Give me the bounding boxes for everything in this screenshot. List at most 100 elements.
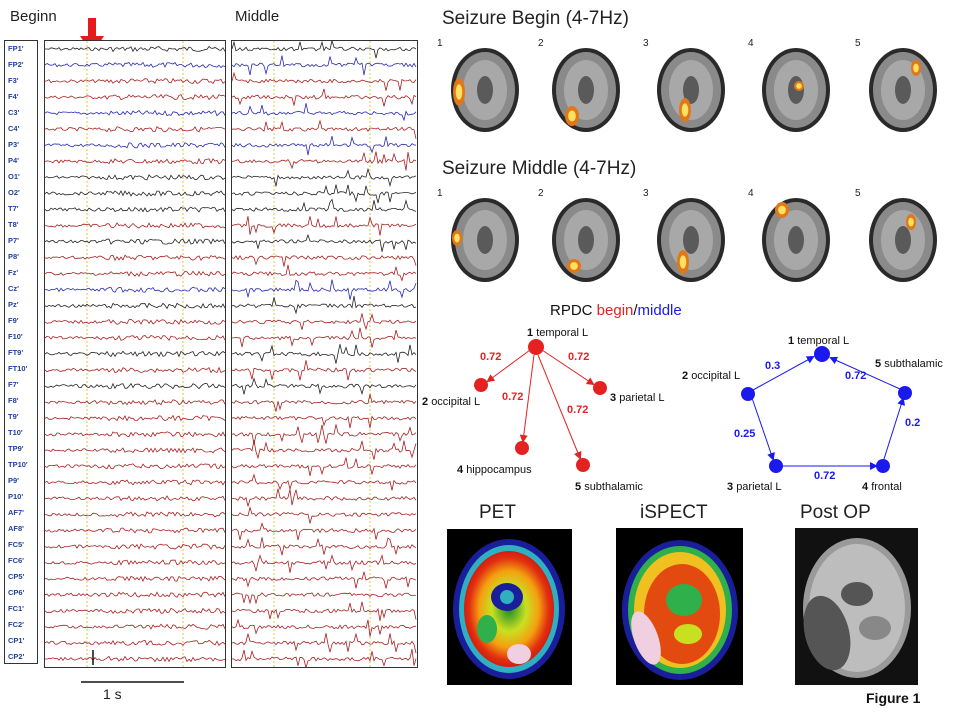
eeg-trace: [45, 480, 225, 485]
channel-label: Fz': [8, 269, 18, 277]
begin-network-graph: [410, 325, 700, 500]
time-scale-label: 1 s: [103, 686, 122, 702]
eeg-trace: [45, 560, 225, 565]
eeg-trace: [45, 576, 225, 581]
eeg-trace: [232, 555, 416, 572]
middle-weight-4-5: 0.2: [905, 417, 920, 429]
eeg-trace: [232, 169, 416, 186]
channel-label: TP9': [8, 445, 24, 453]
eeg-panel-begin: [44, 40, 226, 668]
seizure-middle-title: Seizure Middle (4-7Hz): [442, 158, 636, 180]
eeg-trace: [232, 593, 416, 603]
slice-number: 5: [855, 188, 861, 199]
middle-node-2-label: 2 occipital L: [682, 370, 740, 382]
channel-label: FC2': [8, 621, 24, 629]
middle-edges: [752, 357, 903, 466]
seizure-begin-title: Seizure Begin (4-7Hz): [442, 8, 629, 30]
mri-begin-slice-4: 4: [748, 38, 833, 138]
eeg-trace: [45, 448, 225, 453]
eeg-trace: [232, 572, 416, 589]
eeg-trace: [232, 256, 416, 267]
begin-edge-1-4: [523, 355, 534, 441]
channel-label: P9': [8, 477, 19, 485]
eeg-trace: [45, 592, 225, 597]
channel-label: O2': [8, 189, 20, 197]
eeg-trace: [45, 512, 225, 517]
eeg-trace: [232, 537, 416, 555]
eeg-trace: [45, 624, 225, 629]
eeg-trace: [232, 136, 416, 155]
eeg-trace: [45, 175, 225, 180]
eeg-trace: [45, 255, 225, 260]
time-scale-bar: [80, 672, 190, 692]
eeg-trace: [45, 351, 225, 356]
begin-node-1: [528, 339, 544, 355]
begin-node-5-label: 5 subthalamic: [575, 481, 643, 493]
eeg-trace: [45, 143, 225, 148]
begin-node-3-label: 3 parietal L: [610, 392, 664, 404]
middle-node-5: [898, 386, 912, 400]
channel-label: TP10': [8, 461, 28, 469]
middle-weight-2-1: 0.3: [765, 360, 780, 372]
mri-begin-slice-5: 5: [855, 38, 940, 138]
begin-node-1-label: 1 temporal L: [527, 327, 588, 339]
channel-label: CP2': [8, 653, 24, 661]
eeg-trace: [45, 319, 225, 324]
postop-mri-image: [795, 528, 918, 685]
eeg-trace: [232, 394, 416, 412]
channel-label: CP5': [8, 573, 24, 581]
begin-weight-1-4: 0.72: [502, 391, 523, 403]
channel-label: F7': [8, 381, 19, 389]
eeg-panel-middle: [231, 40, 418, 668]
middle-node-2: [741, 387, 755, 401]
eeg-trace: [232, 313, 416, 329]
channel-label: AF7': [8, 509, 24, 517]
mri-begin-slice-1: 1: [437, 38, 522, 138]
eeg-trace: [45, 384, 225, 389]
rpdc-title: RPDC begin/middle: [550, 302, 682, 319]
eeg-trace: [232, 152, 416, 171]
slice-number: 4: [748, 38, 754, 49]
eeg-trace: [232, 649, 416, 667]
eeg-trace: [232, 441, 416, 460]
eeg-trace: [232, 199, 416, 211]
channel-label: F8': [8, 397, 19, 405]
middle-node-5-label: 5 subthalamic: [875, 358, 943, 370]
pet-scan-image: [447, 529, 572, 685]
eeg-trace: [45, 271, 225, 276]
channel-label: O1': [8, 173, 20, 181]
eeg-trace: [45, 416, 225, 421]
eeg-trace: [45, 544, 225, 549]
eeg-trace: [45, 400, 225, 405]
eeg-trace: [232, 89, 416, 107]
middle-weight-3-4: 0.72: [814, 470, 835, 482]
eeg-trace: [45, 111, 225, 116]
eeg-trace: [232, 425, 416, 445]
channel-label: AF8': [8, 525, 24, 533]
eeg-trace: [232, 475, 416, 491]
eeg-trace: [232, 41, 416, 58]
eeg-trace: [45, 528, 225, 533]
slice-number: 3: [643, 188, 649, 199]
slice-number: 1: [437, 188, 443, 199]
ispect-label: iSPECT: [640, 502, 708, 524]
eeg-trace: [232, 296, 416, 313]
mri-middle-slice-1: 1: [437, 188, 522, 288]
eeg-trace: [232, 633, 416, 653]
eeg-trace: [232, 328, 416, 348]
begin-node-3: [593, 381, 607, 395]
mri-begin-slice-3: 3: [643, 38, 728, 138]
channel-label: P7': [8, 237, 19, 245]
eeg-trace: [232, 216, 416, 235]
eeg-trace: [45, 287, 225, 292]
begin-weight-1-2: 0.72: [480, 351, 501, 363]
eeg-trace: [45, 63, 225, 68]
mri-middle-slice-3: 3: [643, 188, 728, 288]
eeg-trace: [232, 360, 416, 380]
channel-label: FP2': [8, 61, 24, 69]
eeg-trace: [232, 121, 416, 139]
slice-number: 4: [748, 188, 754, 199]
amplitude-scale-bar: [90, 650, 96, 666]
eeg-trace: [45, 656, 225, 661]
channel-label: FT9': [8, 349, 23, 357]
